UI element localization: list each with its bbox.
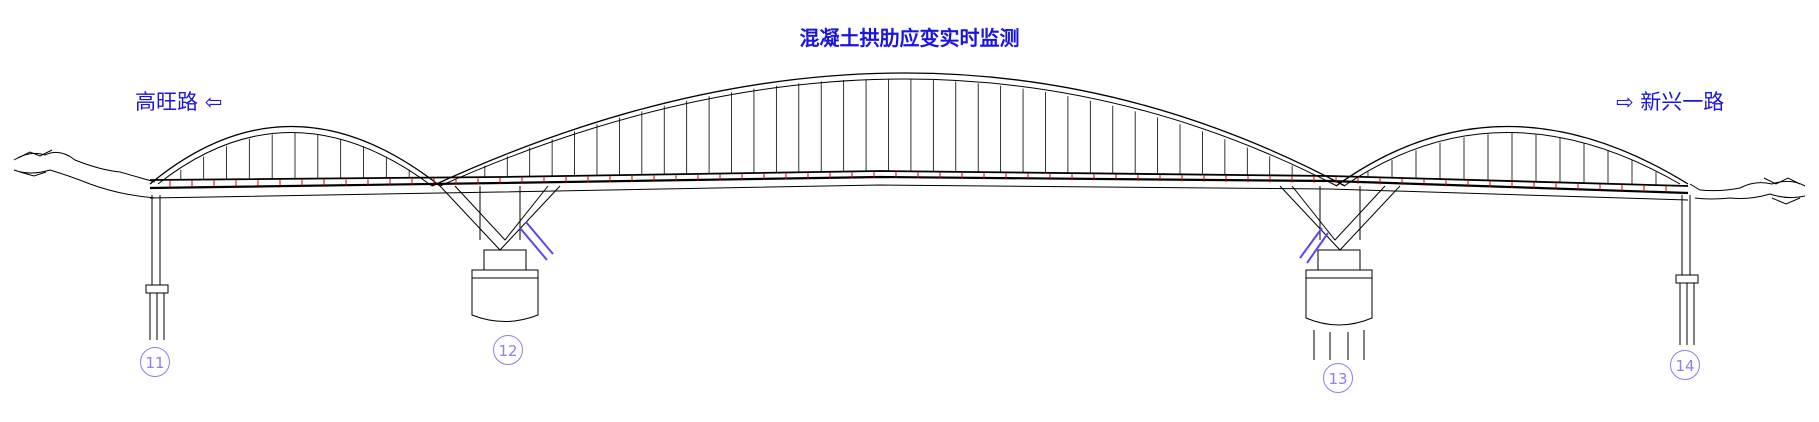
side-arch-right bbox=[1335, 125, 1689, 187]
right-arch-hangers bbox=[1367, 133, 1657, 186]
pier-label-11: 11 bbox=[140, 347, 170, 377]
pier-label-13: 13 bbox=[1323, 363, 1353, 393]
dragon-ornament-right bbox=[1689, 177, 1806, 205]
side-arch-left bbox=[149, 125, 441, 187]
v-struts-pier-13 bbox=[1279, 185, 1401, 251]
dragon-ornament-left bbox=[13, 149, 156, 199]
pier-13 bbox=[1305, 249, 1373, 360]
pier-11 bbox=[145, 195, 169, 340]
pier-14 bbox=[1675, 195, 1699, 345]
pier-label-14: 14 bbox=[1670, 350, 1700, 380]
pier-12 bbox=[471, 249, 539, 322]
left-arch-hangers bbox=[180, 133, 410, 180]
road-label-right: ⇨ 新兴一路 bbox=[1616, 90, 1725, 114]
pier-label-12: 12 bbox=[493, 335, 523, 365]
main-arch-hangers bbox=[484, 79, 1293, 178]
bridge-deck bbox=[149, 170, 1689, 201]
road-label-left: 高旺路 ⇦ bbox=[135, 90, 223, 114]
page-title: 混凝土拱肋应变实时监测 bbox=[799, 26, 1020, 50]
main-arch bbox=[431, 72, 1346, 187]
deck-sensors bbox=[169, 172, 1667, 193]
strain-gauge-marks bbox=[519, 221, 1329, 264]
